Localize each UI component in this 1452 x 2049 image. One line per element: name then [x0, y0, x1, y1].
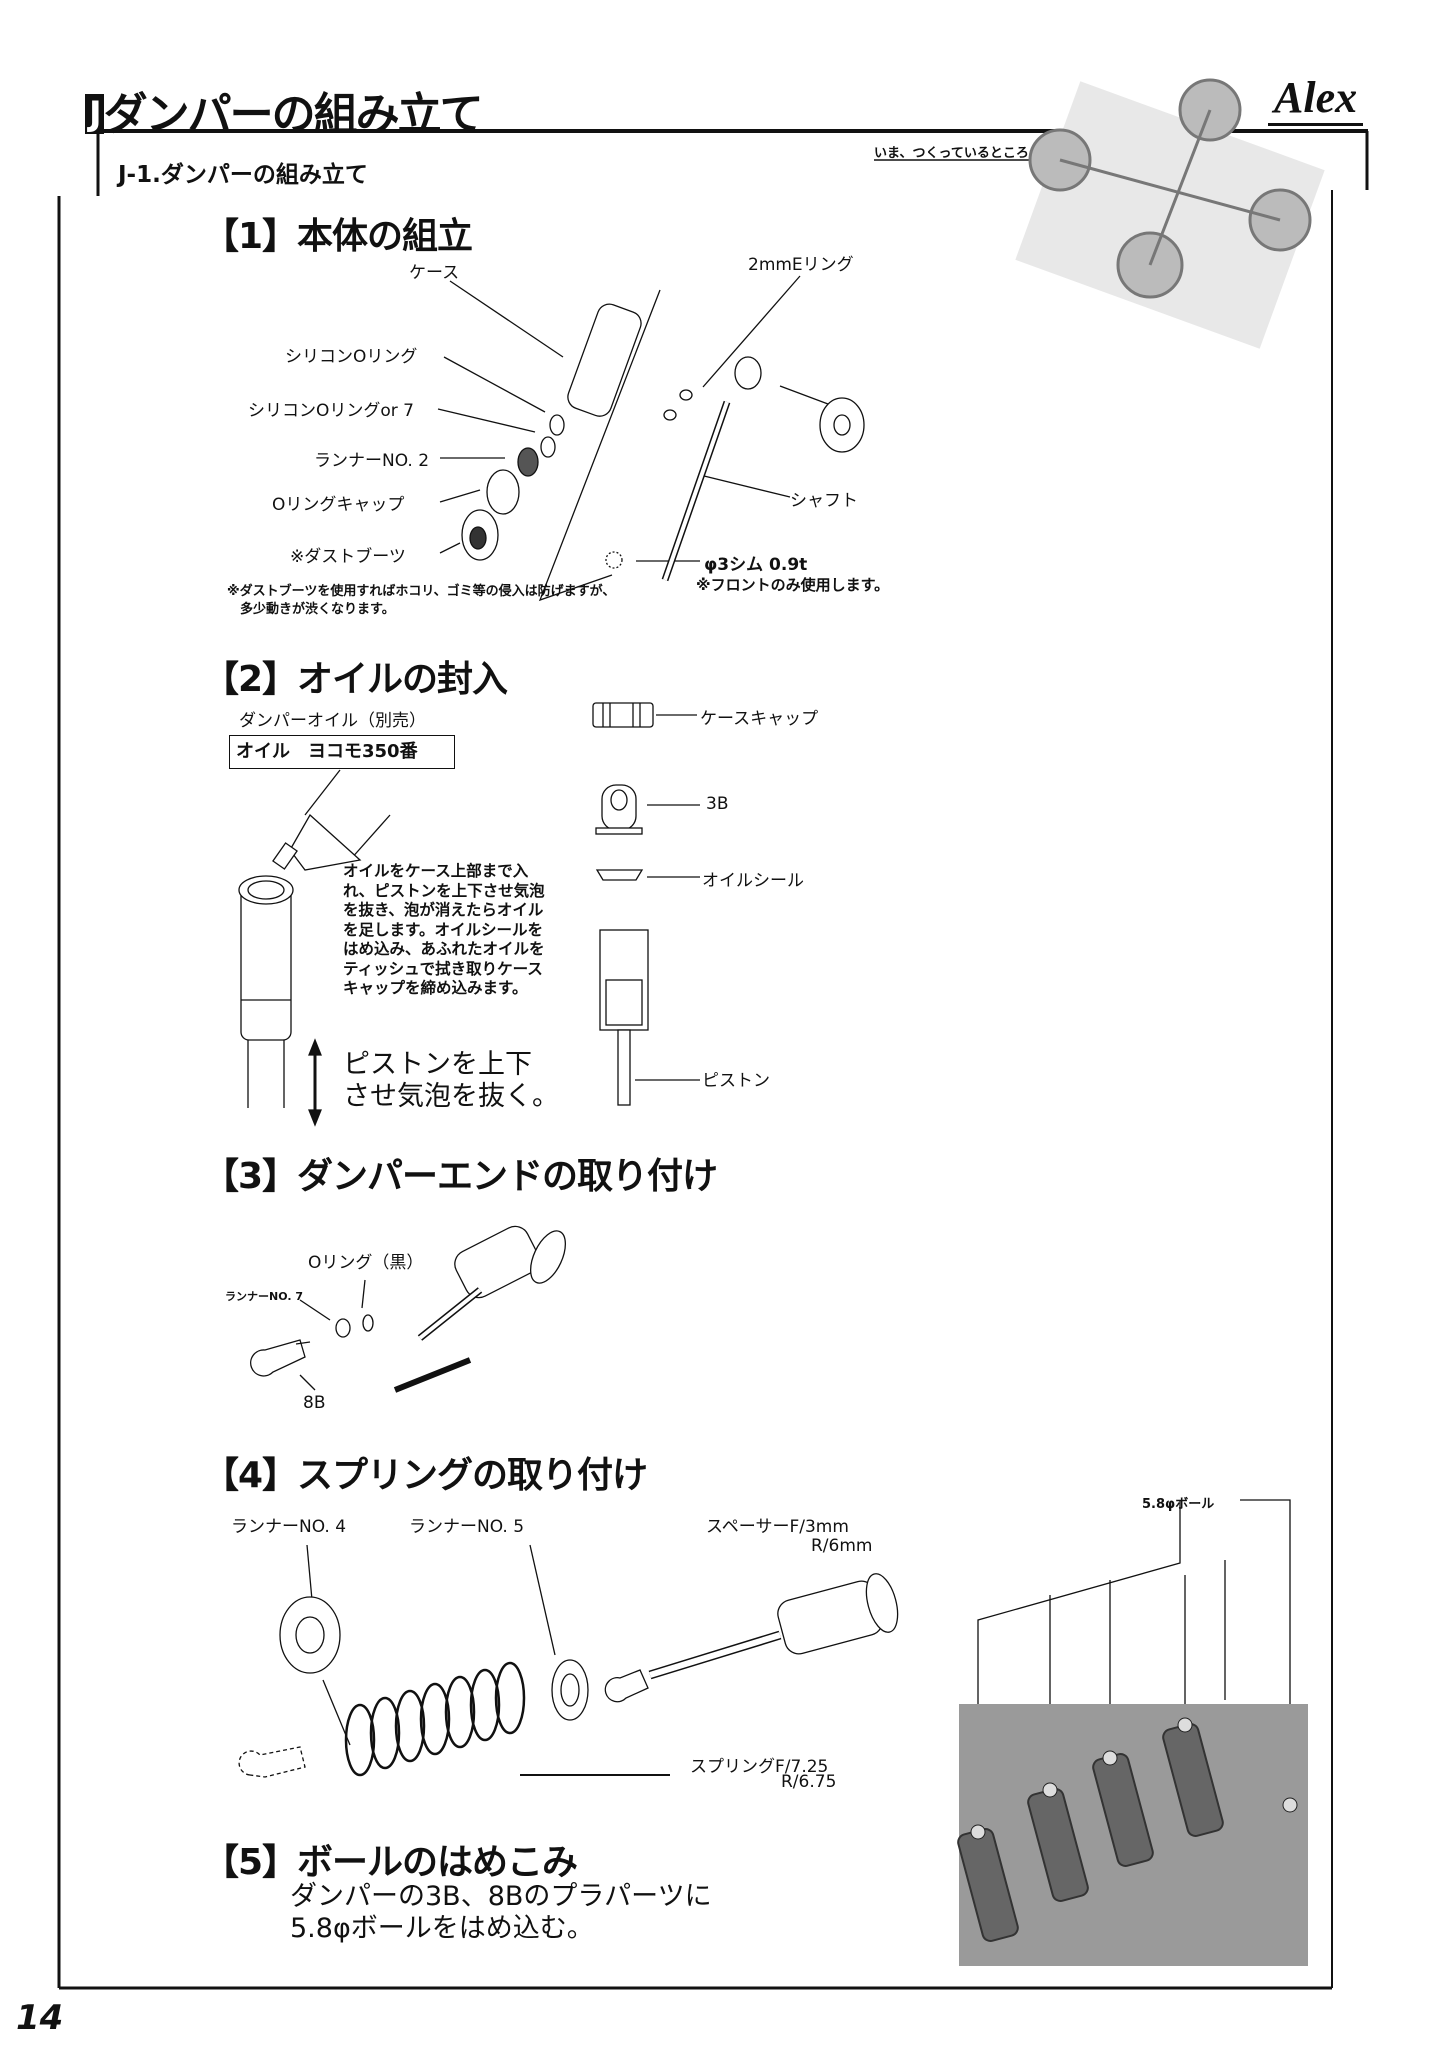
label-runner-no4: ランナーNO. 4 [231, 1517, 347, 1537]
step5-text-2: 5.8φボールをはめ込む。 [290, 1913, 594, 1944]
piston-tip-1: ピストンを上下 [343, 1049, 532, 1080]
alex-logo: Alex [1268, 72, 1364, 126]
label-shim: φ3シム 0.9t [704, 555, 808, 575]
label-3b: 3B [706, 794, 729, 814]
chapter-letter: J [85, 94, 104, 134]
label-oring-black: Oリング（黒） [308, 1253, 424, 1273]
label-silicon-oring: シリコンOリング [285, 347, 418, 367]
shocks-photo [957, 1704, 1308, 1966]
label-runner-no7: ランナーNO. 7 [225, 1290, 303, 1303]
label-front-only: ※フロントのみ使用します。 [696, 576, 890, 594]
chapter-title: ダンパーの組み立て [103, 89, 484, 140]
label-runner-no5: ランナーNO. 5 [409, 1517, 525, 1537]
oil-caption: ダンパーオイル（別売） [239, 711, 426, 731]
oil-instructions: オイルをケース上部まで入れ、ピストンを上下させ気泡を抜き、泡が消えたらオイルを足… [343, 862, 545, 997]
label-e-ring: 2mmEリング [748, 255, 854, 275]
label-spacer-r: R/6mm [811, 1536, 873, 1556]
page-number: 14 [16, 1998, 64, 2038]
now-building-label: いま、つくっているところ [874, 146, 1029, 161]
label-dust-boot: ※ダストブーツ [290, 547, 406, 567]
label-spacer-f: スペーサーF/3mm [706, 1517, 849, 1537]
label-runner-no2: ランナーNO. 2 [314, 451, 430, 471]
step1-title: 【1】本体の組立 [203, 216, 473, 257]
step4-title: 【4】スプリングの取り付け [203, 1455, 648, 1496]
label-spring-r: R/6.75 [781, 1772, 837, 1792]
oil-spec-box: オイル ヨコモ350番 [229, 735, 455, 769]
label-piston: ピストン [702, 1071, 770, 1091]
step5-text-1: ダンパーの3B、8Bのプラパーツに [290, 1881, 712, 1912]
label-8b: 8B [303, 1393, 326, 1413]
piston-tip-2: させ気泡を抜く。 [343, 1081, 559, 1112]
chassis-photo [1015, 78, 1325, 349]
step5-title: 【5】ボールのはめこみ [203, 1842, 578, 1883]
label-ball: 5.8φボール [1142, 1497, 1215, 1512]
label-shaft: シャフト [790, 491, 858, 511]
label-case-cap: ケースキャップ [700, 709, 819, 729]
chapter-heading: Jダンパーの組み立て [85, 78, 484, 142]
label-case: ケース [409, 263, 460, 283]
label-silicon-oring-or7: シリコンOリングor 7 [248, 401, 414, 421]
label-oring-cap: Oリングキャップ [272, 495, 405, 515]
dust-boot-note-1: ※ダストブーツを使用すればホコリ、ゴミ等の侵入は防げますが、 [227, 584, 616, 599]
dust-boot-note-2: 多少動きが渋くなります。 [240, 602, 395, 617]
label-spring-f: スプリングF/7.25 [690, 1757, 829, 1777]
step2-title: 【2】オイルの封入 [203, 659, 508, 700]
label-oil-seal: オイルシール [702, 871, 804, 891]
subsection-title: J-1.ダンパーの組み立て [118, 162, 368, 188]
step3-title: 【3】ダンパーエンドの取り付け [203, 1156, 718, 1197]
